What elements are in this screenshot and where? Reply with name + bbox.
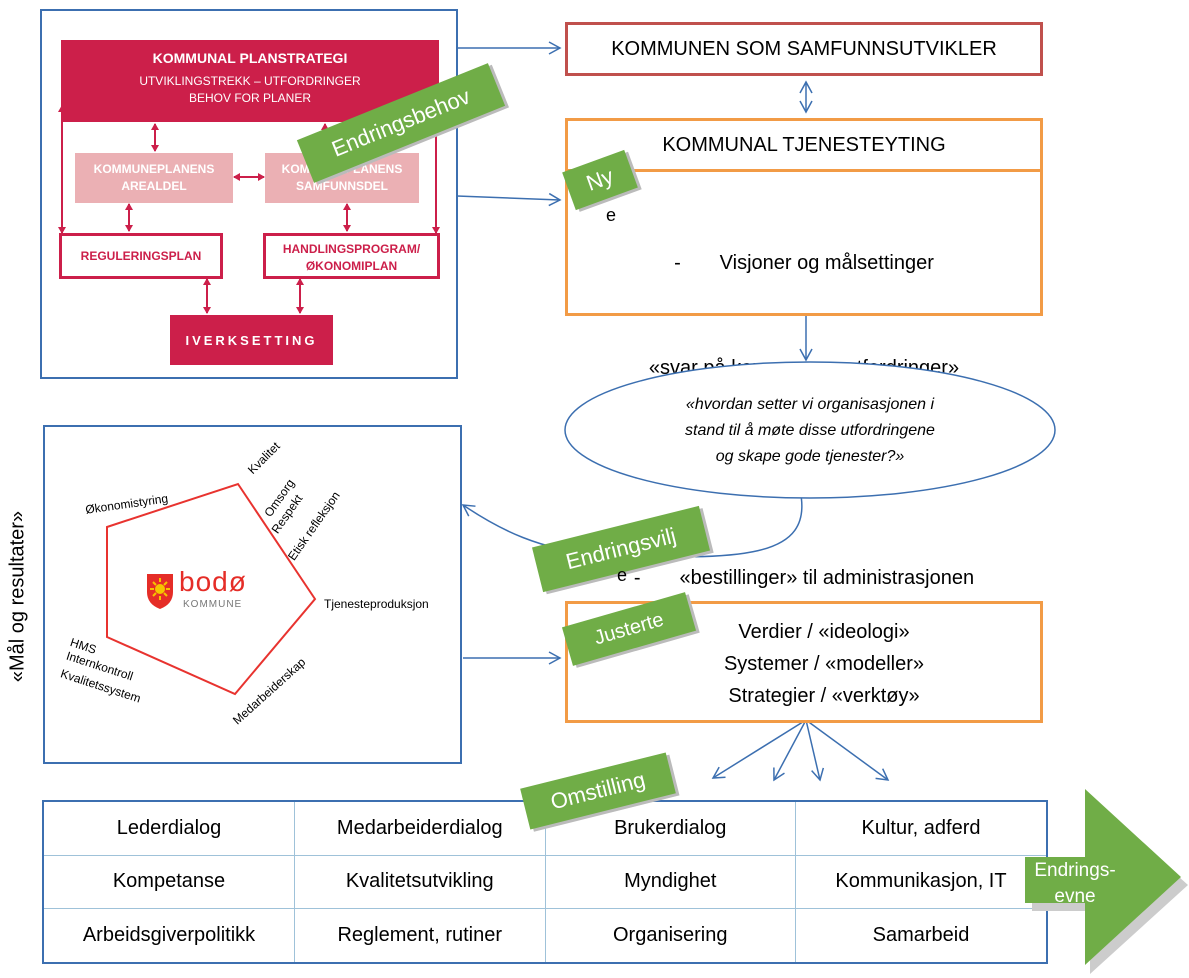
arealdel-line1: KOMMUNEPLANENS (93, 162, 215, 176)
planstrategi-line1: UTVIKLINGSTREKK – UTFORDRINGER (139, 74, 361, 88)
maal-og-resultater-label: «Mål og resultater» (6, 510, 29, 683)
arealdel-box: KOMMUNEPLANENS AREALDEL (75, 153, 233, 203)
speech-text: «hvordan setter vi organisasjonen i stan… (600, 392, 1020, 470)
endringsevne-line-2: evne (1054, 886, 1096, 907)
speech-line-1: «hvordan setter vi organisasjonen i (685, 396, 935, 413)
tjenesteyting-title-row: KOMMUNAL TJENESTEYTING (568, 121, 1040, 172)
grid-row: Arbeidsgiverpolitikk Reglement, rutiner … (44, 908, 1046, 962)
planstrategi-panel: KOMMUNAL PLANSTRATEGI UTVIKLINGSTREKK – … (40, 9, 458, 379)
tjenesteyting-item-4: - «bestillinger» til administrasjonen (633, 567, 975, 589)
fan-arrow-1 (711, 719, 807, 779)
grid-cell: Kommunikasjon, IT (795, 854, 1046, 910)
iverksetting-box: IVERKSETTING (170, 315, 333, 365)
regulering-label: REGULERINGSPLAN (80, 249, 202, 263)
bodo-shield-icon (147, 574, 173, 609)
bodo-logo-name: bodø (179, 566, 247, 597)
tag-ny-label: Ny (582, 163, 617, 196)
justerte-line-2: Systemer / «modeller» (723, 653, 925, 675)
endringsevne-label: Endrings- evne (1025, 858, 1125, 910)
pentagon-panel: Økonomistyring Kvalitet Omsorg Respekt E… (43, 425, 462, 764)
planstrategi-title: KOMMUNAL PLANSTRATEGI (152, 50, 348, 66)
tjenesteyting-title: KOMMUNAL TJENESTEYTING (662, 133, 946, 156)
pentagon-shape (106, 482, 317, 696)
speech-line-3: og skape gode tjenester?» (715, 448, 905, 465)
justerte-line-3: Strategier / «verktøy» (728, 685, 920, 707)
fan-arrow-2 (773, 719, 807, 782)
bodo-logo-sub: KOMMUNE (183, 599, 243, 610)
handlingsprogram-box: HANDLINGSPROGRAM/ ØKONOMIPLAN (263, 233, 440, 279)
handling-line2: ØKONOMIPLAN (305, 259, 398, 273)
grid-row: Kompetanse Kvalitetsutvikling Myndighet … (44, 854, 1046, 910)
tjenesteyting-box: KOMMUNAL TJENESTEYTING - Visjoner og mål… (565, 118, 1043, 589)
fan-arrow-4 (805, 719, 890, 781)
grid-cell: Kultur, adferd (795, 802, 1046, 856)
grid-cell: Samarbeid (795, 908, 1046, 962)
planstrategi-line2: BEHOV FOR PLANER (188, 91, 312, 105)
speech-bubble (564, 361, 1056, 499)
grid-cell: Reglement, rutiner (294, 908, 546, 962)
grid-cell: Arbeidsgiverpolitikk (44, 908, 295, 962)
speech-line-2: stand til å møte disse utfordringene (685, 422, 935, 439)
grid-cell: Kvalitetsutvikling (294, 854, 546, 910)
endringsevne-arrow (1025, 789, 1188, 974)
handling-line1: HANDLINGSPROGRAM/ (282, 242, 421, 256)
grid-cell: Medarbeiderdialog (294, 802, 546, 856)
samfunnsutvikler-box: KOMMUNEN SOM SAMFUNNSUTVIKLER (565, 22, 1043, 76)
bodo-logo: bodø KOMMUNE (145, 566, 265, 622)
tjenesteyting-item-1: - Visjoner og målsettinger (674, 252, 934, 274)
grid-row: Lederdialog Medarbeiderdialog Brukerdial… (44, 802, 1046, 856)
justerte-text: Verdier / «ideologi» Systemer / «modelle… (568, 604, 1040, 712)
justerte-line-1: Verdier / «ideologi» (738, 621, 910, 643)
grid-cell: Kompetanse (44, 854, 295, 910)
bottom-grid: Lederdialog Medarbeiderdialog Brukerdial… (42, 800, 1048, 964)
arrow-to-tjenesteyting (456, 192, 562, 207)
label-tjenesteproduksjon: Tjenesteproduksjon (324, 597, 429, 611)
iverksetting-label: IVERKSETTING (185, 332, 318, 348)
regulering-box: REGULERINGSPLAN (59, 233, 223, 279)
samfunnsutvikler-label: KOMMUNEN SOM SAMFUNNSUTVIKLER (611, 37, 997, 60)
bottom-grid-table: Lederdialog Medarbeiderdialog Brukerdial… (44, 802, 1046, 962)
endringsevne-line-1: Endrings- (1034, 860, 1116, 881)
tag-endringsvilje-suffix: e (617, 565, 628, 585)
grid-cell: Myndighet (544, 854, 796, 910)
samfunnsdel-line2: SAMFUNNSDEL (296, 179, 388, 193)
grid-cell: Lederdialog (44, 802, 295, 856)
arealdel-line2: AREALDEL (121, 179, 187, 193)
fan-arrow-3 (805, 719, 825, 782)
tag-ny-suffix: e (606, 205, 617, 225)
grid-cell: Organisering (544, 908, 796, 962)
